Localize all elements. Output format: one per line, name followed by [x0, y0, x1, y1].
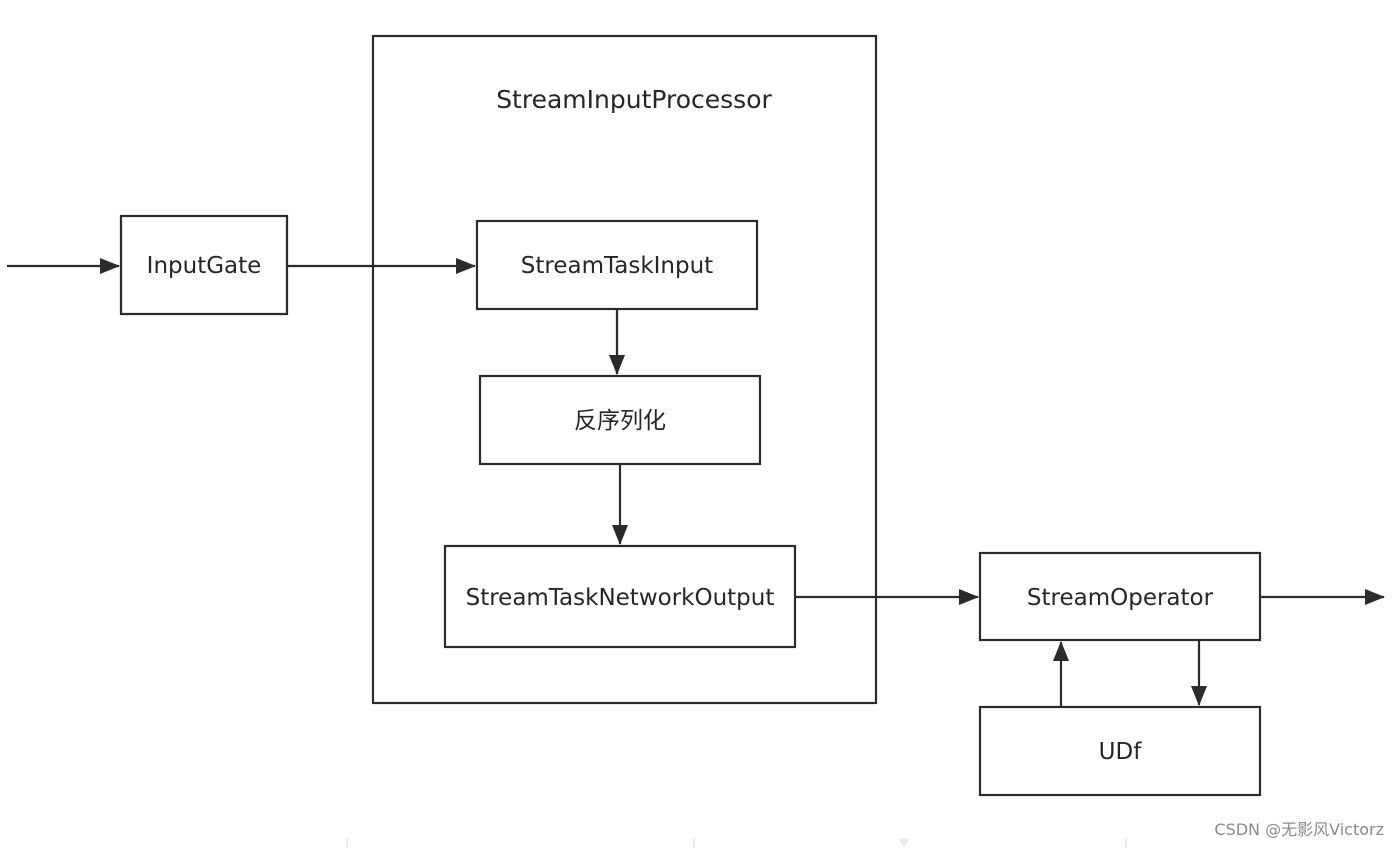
input-gate-box — [119, 214, 289, 316]
deserialize-label: 反序列化 — [574, 408, 666, 434]
node-stream-operator: StreamOperator — [978, 551, 1262, 642]
input-gate-label: InputGate — [147, 253, 262, 279]
stream-task-input-box — [475, 219, 759, 311]
node-stream-task-network-output: StreamTaskNetworkOutput — [443, 544, 797, 649]
node-udf: UDf — [978, 705, 1262, 797]
stream-input-processor-frame — [371, 34, 878, 705]
csdn-watermark: CSDN @无影风Victorz — [1214, 820, 1384, 839]
bottom-edge-artifacts — [346, 838, 1127, 848]
node-deserialize: 反序列化 — [478, 374, 762, 466]
stream-task-network-output-box — [443, 544, 797, 649]
udf-label: UDf — [1099, 739, 1143, 765]
deserialize-box — [478, 374, 762, 466]
stream-task-network-output-label: StreamTaskNetworkOutput — [466, 585, 775, 611]
node-input-gate: InputGate — [119, 214, 289, 316]
stream-operator-label: StreamOperator — [1027, 585, 1214, 611]
stream-input-processor-group: StreamInputProcessor — [371, 34, 878, 705]
stream-operator-box — [978, 551, 1262, 642]
node-stream-task-input: StreamTaskInput — [475, 219, 759, 311]
udf-box — [978, 705, 1262, 797]
stream-input-processor-label: StreamInputProcessor — [496, 85, 772, 114]
stream-task-input-label: StreamTaskInput — [521, 253, 713, 279]
